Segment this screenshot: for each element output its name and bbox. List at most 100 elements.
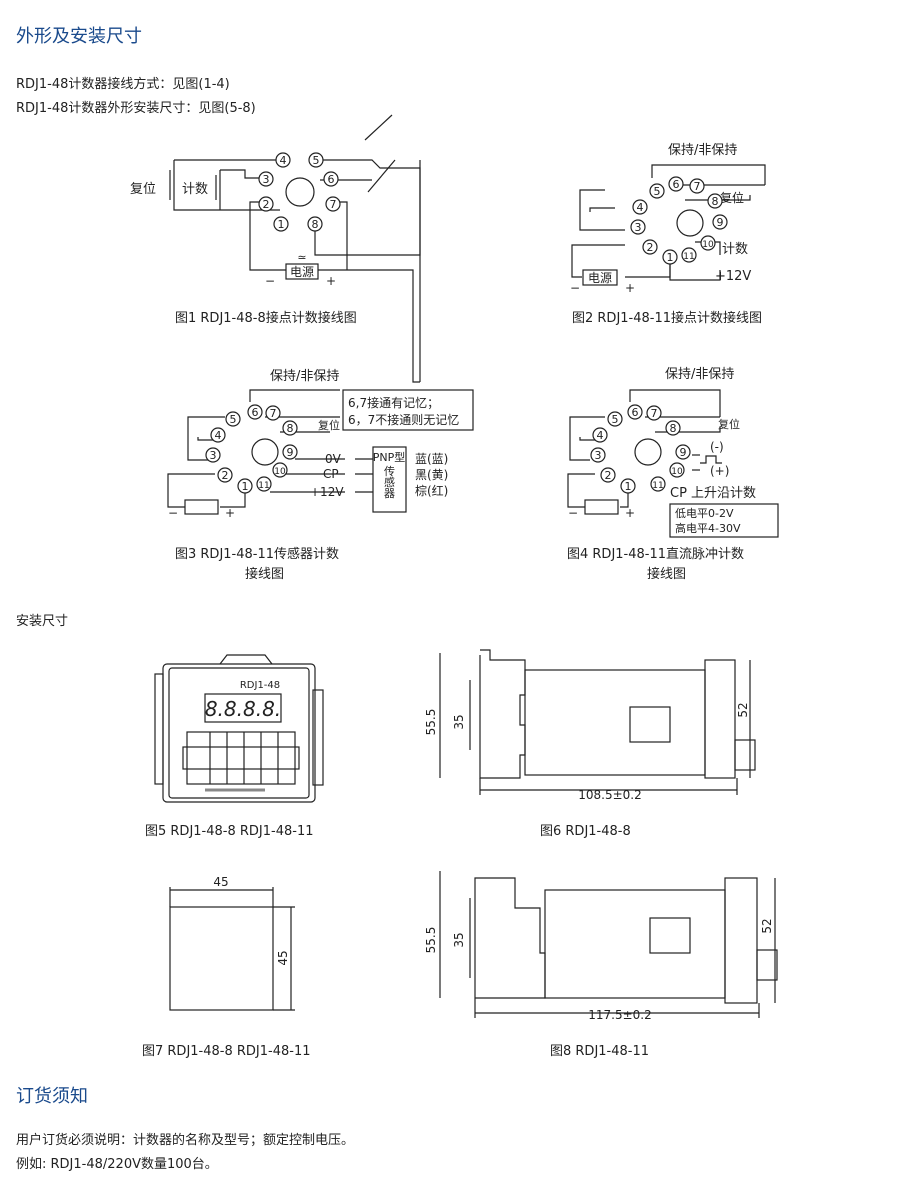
fig4-caption-line2: 接线图 (647, 567, 687, 582)
svg-text:108.5±0.2: 108.5±0.2 (578, 788, 642, 802)
fig3-caption-line2: 接线图 (245, 567, 285, 582)
svg-text:保持/非保持: 保持/非保持 (270, 369, 339, 384)
outline-reference: RDJ1-48计数器外形安装尺寸：见图(5-8) (16, 101, 256, 116)
svg-text:复位: 复位 (720, 190, 744, 205)
svg-text:6: 6 (328, 173, 335, 186)
order-requirement: 用户订货必须说明：计数器的名称及型号；额定控制电压。 (16, 1133, 355, 1148)
section-title-order: 订货须知 (16, 1086, 88, 1107)
svg-text:3: 3 (263, 173, 270, 186)
svg-text:8: 8 (670, 422, 677, 435)
svg-text:≃: ≃ (297, 251, 306, 264)
socket-center (285, 177, 315, 207)
svg-text:5: 5 (230, 413, 237, 426)
svg-text:0V: 0V (325, 452, 342, 466)
led-display: 8.8.8.8. (205, 697, 281, 721)
svg-text:−: − (265, 274, 275, 288)
svg-text:5: 5 (313, 154, 320, 167)
svg-text:保持/非保持: 保持/非保持 (668, 143, 737, 158)
svg-text:8: 8 (287, 422, 294, 435)
svg-text:CP 上升沿计数: CP 上升沿计数 (670, 486, 756, 501)
svg-text:5: 5 (654, 185, 661, 198)
svg-text:1: 1 (278, 218, 285, 231)
svg-text:7: 7 (651, 407, 658, 420)
svg-text:3: 3 (635, 221, 642, 234)
svg-text:10: 10 (671, 467, 683, 477)
svg-text:1: 1 (242, 480, 249, 493)
fig8-side-view: 55.5 35 52 117.5±0.2 (424, 871, 778, 1022)
svg-text:电源: 电源 (588, 271, 612, 285)
svg-text:+: + (326, 274, 336, 288)
svg-text:传感器: 传感器 (383, 465, 396, 499)
svg-text:复位: 复位 (718, 417, 740, 431)
power-label: 电源 (290, 265, 314, 279)
svg-text:55.5: 55.5 (424, 927, 438, 954)
wiring-reference: RDJ1-48计数器接线方式：见图(1-4) (16, 77, 230, 92)
fig3-sensor-diagram: 保持/非保持 复位 6,7接通有记忆； 6，7不接通则无记忆 0V CP +12… (167, 369, 474, 520)
svg-text:2: 2 (222, 469, 229, 482)
svg-text:6,7接通有记忆；: 6,7接通有记忆； (348, 395, 439, 410)
svg-text:8: 8 (312, 218, 319, 231)
svg-text:117.5±0.2: 117.5±0.2 (588, 1008, 652, 1022)
reset-switch (169, 170, 217, 200)
svg-text:+12V: +12V (715, 269, 751, 284)
fig4-caption-line1: 图4 RDJ1-48-11直流脉冲计数 (567, 547, 745, 562)
fig1-wiring-diagram: 1 2 3 4 5 6 7 8 复位 计数 电源 ≃ − + (130, 114, 421, 383)
svg-text:9: 9 (287, 446, 294, 459)
svg-text:3: 3 (595, 449, 602, 462)
fig2-wiring-diagram: 保持/非保持 复位 计数 +12V 电源 − + 1 2 3 4 5 6 7 8… (570, 143, 766, 295)
svg-text:高电平4-30V: 高电平4-30V (675, 521, 741, 535)
svg-text:CP: CP (323, 467, 339, 481)
fig4-pulse-diagram: 保持/非保持 复位 (-) (+) CP 上升沿计数 低电平0-2V 高电平4-… (567, 367, 779, 538)
svg-text:45: 45 (213, 875, 228, 889)
svg-text:+: + (225, 506, 235, 520)
pin: 1 2 3 4 5 6 7 8 (258, 152, 341, 232)
svg-text:保持/非保持: 保持/非保持 (665, 367, 734, 382)
svg-text:11: 11 (258, 481, 269, 491)
svg-text:4: 4 (215, 429, 222, 442)
svg-text:4: 4 (597, 429, 604, 442)
svg-text:45: 45 (276, 950, 290, 965)
svg-text:2: 2 (647, 241, 654, 254)
svg-text:1: 1 (625, 480, 632, 493)
svg-text:6，7不接通则无记忆: 6，7不接通则无记忆 (348, 412, 459, 427)
svg-text:−: − (570, 281, 580, 295)
svg-text:35: 35 (452, 932, 466, 947)
section-title-install: 安装尺寸 (16, 614, 69, 629)
svg-text:3: 3 (210, 449, 217, 462)
svg-text:计数: 计数 (722, 242, 748, 257)
svg-text:52: 52 (760, 918, 774, 933)
svg-text:2: 2 (605, 469, 612, 482)
svg-text:−: − (568, 506, 578, 520)
svg-text:(+): (+) (710, 464, 729, 478)
svg-text:(-): (-) (710, 440, 724, 454)
svg-text:−: − (168, 506, 178, 520)
svg-text:10: 10 (274, 467, 286, 477)
svg-text:+12V: +12V (310, 485, 344, 499)
svg-text:复位: 复位 (318, 418, 340, 432)
svg-text:蓝(蓝): 蓝(蓝) (415, 452, 448, 466)
fig7-cutout: 45 45 (169, 875, 295, 1011)
svg-text:黑(黄): 黑(黄) (415, 468, 448, 482)
svg-text:52: 52 (736, 702, 750, 717)
svg-text:8: 8 (712, 195, 719, 208)
section-title-dimensions: 外形及安装尺寸 (16, 26, 142, 47)
svg-text:9: 9 (717, 216, 724, 229)
svg-text:RDJ1-48: RDJ1-48 (240, 680, 280, 691)
fig1-caption: 图1 RDJ1-48-8接点计数接线图 (175, 311, 357, 326)
svg-text:4: 4 (637, 201, 644, 214)
svg-text:PNP型: PNP型 (373, 450, 406, 464)
svg-text:7: 7 (330, 198, 337, 211)
svg-text:7: 7 (270, 407, 277, 420)
svg-text:55.5: 55.5 (424, 709, 438, 736)
fig5-caption: 图5 RDJ1-48-8 RDJ1-48-11 (145, 824, 314, 839)
fig7-caption: 图7 RDJ1-48-8 RDJ1-48-11 (142, 1044, 311, 1059)
fig3-caption-line1: 图3 RDJ1-48-11传感器计数 (175, 547, 340, 562)
reset-label: 复位 (130, 182, 156, 197)
svg-text:11: 11 (683, 252, 694, 262)
svg-text:9: 9 (680, 446, 687, 459)
svg-text:7: 7 (694, 180, 701, 193)
order-example: 例如: RDJ1-48/220V数量100台。 (16, 1157, 218, 1172)
svg-text:棕(红): 棕(红) (415, 483, 448, 498)
svg-text:6: 6 (632, 406, 639, 419)
svg-text:1: 1 (667, 251, 674, 264)
